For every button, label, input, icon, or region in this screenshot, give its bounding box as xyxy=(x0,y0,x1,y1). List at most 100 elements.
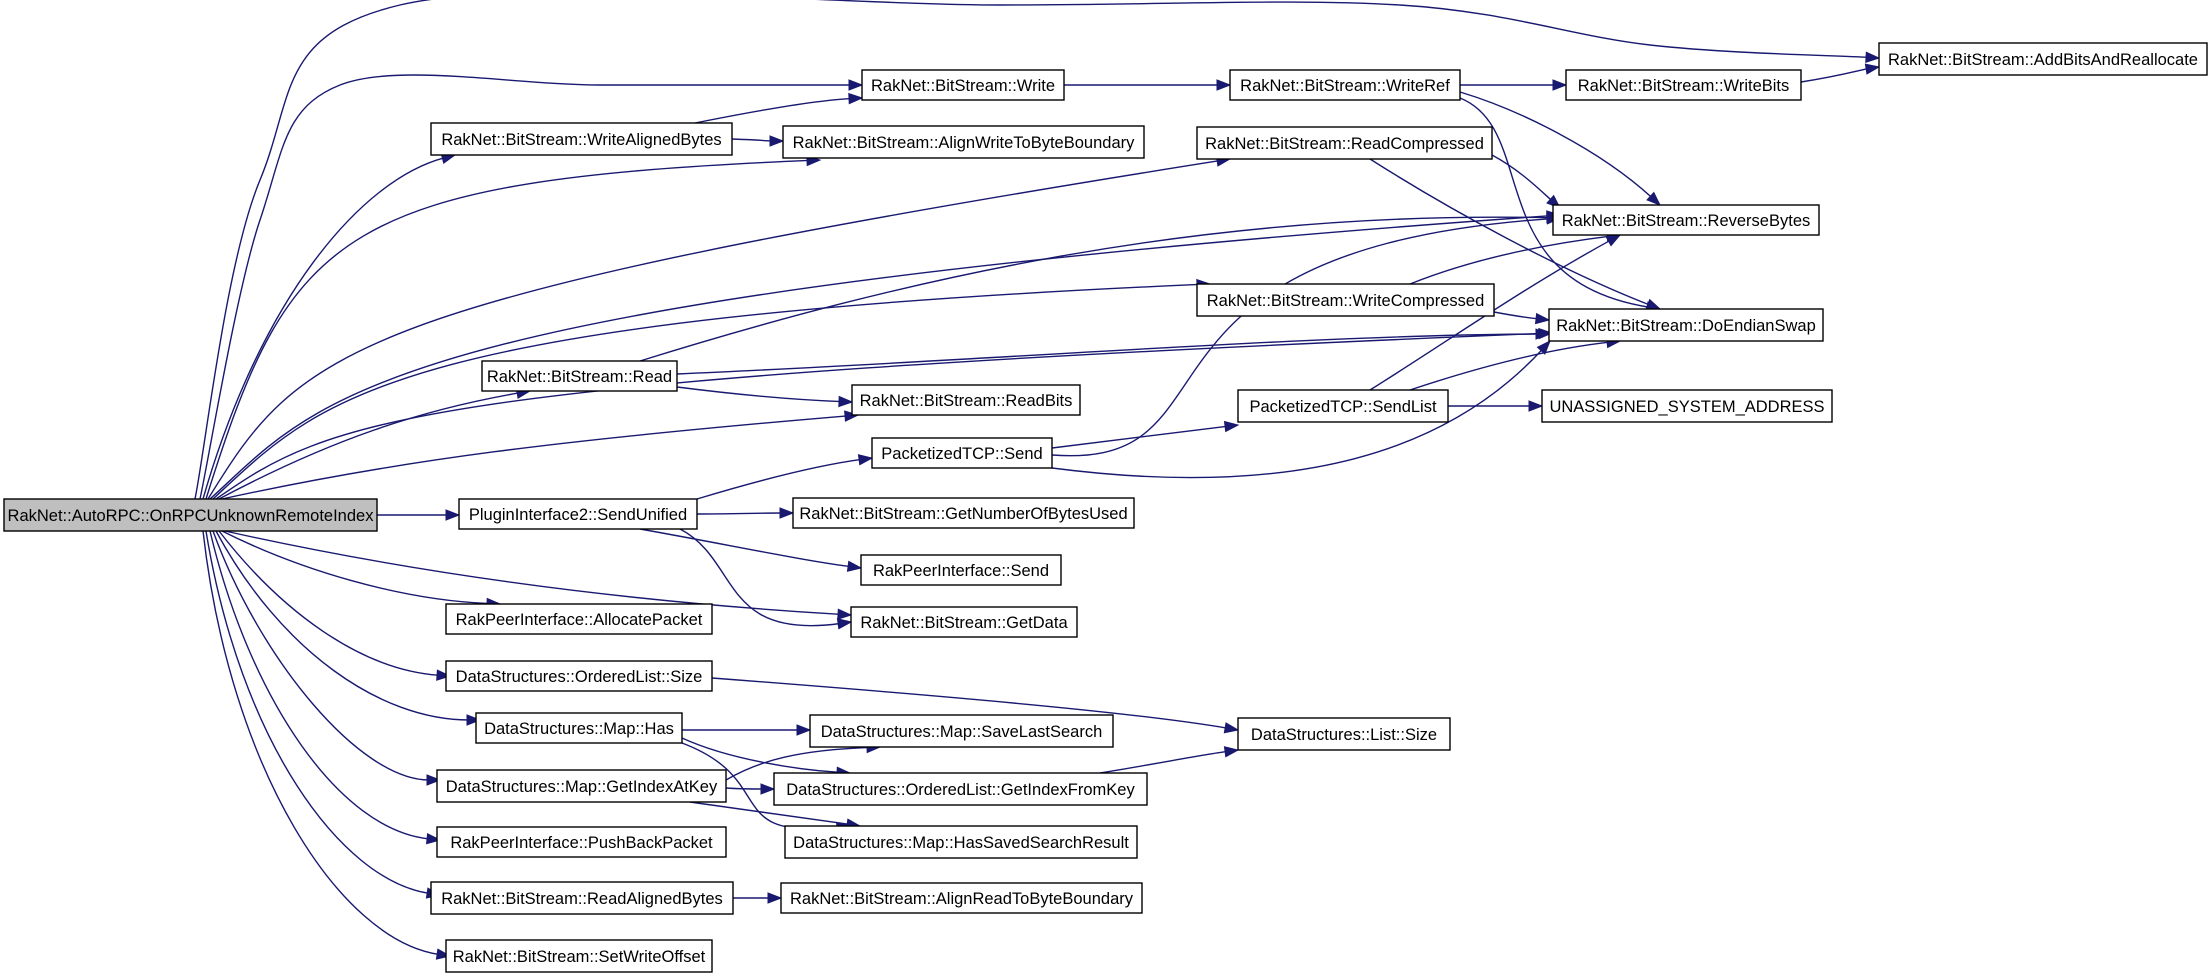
edge-line xyxy=(1051,425,1228,449)
node-sendUnified[interactable]: PluginInterface2::SendUnified xyxy=(458,498,698,530)
edge-line xyxy=(202,157,445,500)
node-box[interactable] xyxy=(792,497,1135,529)
edge-line xyxy=(1493,311,1539,320)
edge-line xyxy=(209,530,430,840)
node-box[interactable] xyxy=(851,384,1081,416)
node-box[interactable] xyxy=(430,881,734,915)
arrowhead xyxy=(1216,79,1232,91)
node-box[interactable] xyxy=(1237,389,1449,423)
edge-line xyxy=(696,458,862,500)
node-label: DataStructures::Map::GetIndexAtKey xyxy=(446,778,718,796)
arrowhead xyxy=(796,724,812,736)
node-box[interactable] xyxy=(436,826,727,858)
arrowhead xyxy=(779,507,795,519)
node-box[interactable] xyxy=(860,554,1062,586)
edge-line xyxy=(218,392,520,500)
node-write[interactable]: RakNet::BitStream::Write xyxy=(861,69,1065,101)
node-box[interactable] xyxy=(436,769,727,803)
node-allocPacket[interactable]: RakPeerInterface::AllocatePacket xyxy=(445,603,713,635)
node-box[interactable] xyxy=(458,498,698,530)
arrowhead xyxy=(1864,63,1881,75)
node-box[interactable] xyxy=(784,825,1138,859)
edge-ptcpSend-to-sendList xyxy=(1051,420,1240,449)
edge-root-to-alignWrite xyxy=(205,154,822,500)
edge-line xyxy=(1491,154,1553,202)
node-saveLast[interactable]: DataStructures::Map::SaveLastSearch xyxy=(809,714,1114,748)
edge-line xyxy=(1099,750,1228,774)
node-box[interactable] xyxy=(861,69,1065,101)
edge-line xyxy=(696,512,783,515)
node-label: RakNet::BitStream::WriteAlignedBytes xyxy=(441,131,721,149)
node-label: RakNet::BitStream::GetNumberOfBytesUsed xyxy=(799,505,1127,523)
node-writeRef[interactable]: RakNet::BitStream::WriteRef xyxy=(1229,69,1461,101)
node-box[interactable] xyxy=(1548,308,1824,342)
edge-mapHas-to-saveLast xyxy=(682,724,812,736)
edge-line xyxy=(199,74,851,500)
edge-writeBits-to-addBits xyxy=(1800,63,1881,83)
node-sendList[interactable]: PacketizedTCP::SendList xyxy=(1237,389,1449,423)
node-box[interactable] xyxy=(773,772,1148,806)
node-box[interactable] xyxy=(430,122,733,156)
node-box[interactable] xyxy=(1552,204,1820,236)
node-rpiSend[interactable]: RakPeerInterface::Send xyxy=(860,554,1062,586)
node-read[interactable]: RakNet::BitStream::Read xyxy=(481,360,678,392)
node-getIndexAtKey[interactable]: DataStructures::Map::GetIndexAtKey xyxy=(436,769,727,803)
edge-sendUnified-to-numBytes xyxy=(696,507,795,519)
node-hasSaved[interactable]: DataStructures::Map::HasSavedSearchResul… xyxy=(784,825,1138,859)
arrowhead xyxy=(767,892,783,904)
node-box[interactable] xyxy=(445,603,713,635)
node-listSize[interactable]: DataStructures::List::Size xyxy=(1237,717,1451,751)
node-alignRead[interactable]: RakNet::BitStream::AlignReadToByteBounda… xyxy=(780,882,1143,914)
node-label: DataStructures::Map::HasSavedSearchResul… xyxy=(793,834,1129,852)
node-box[interactable] xyxy=(782,125,1145,159)
node-box[interactable] xyxy=(1878,42,2208,76)
node-unassigned[interactable]: UNASSIGNED_SYSTEM_ADDRESS xyxy=(1541,389,1833,423)
edge-root-to-getIndexAtKey xyxy=(212,530,442,786)
node-mapHas[interactable]: DataStructures::Map::Has xyxy=(475,712,683,744)
node-label: RakNet::AutoRPC::OnRPCUnknownRemoteIndex xyxy=(8,507,375,525)
node-alignWrite[interactable]: RakNet::BitStream::AlignWriteToByteBound… xyxy=(782,125,1145,159)
edge-line xyxy=(194,0,1869,500)
node-reverseBytes[interactable]: RakNet::BitStream::ReverseBytes xyxy=(1552,204,1820,236)
node-box[interactable] xyxy=(809,714,1114,748)
node-box[interactable] xyxy=(1237,717,1451,751)
node-writeBits[interactable]: RakNet::BitStream::WriteBits xyxy=(1565,69,1802,101)
node-getIndexFromKey[interactable]: DataStructures::OrderedList::GetIndexFro… xyxy=(773,772,1148,806)
node-box[interactable] xyxy=(850,606,1078,638)
node-pushBack[interactable]: RakPeerInterface::PushBackPacket xyxy=(436,826,727,858)
node-box[interactable] xyxy=(445,660,713,692)
edge-line xyxy=(731,138,773,142)
node-root[interactable]: RakNet::AutoRPC::OnRPCUnknownRemoteIndex xyxy=(3,498,378,532)
edge-writeRef-to-reverseBytes xyxy=(1459,91,1662,206)
edge-root-to-writeAligned xyxy=(202,152,457,500)
node-box[interactable] xyxy=(475,712,683,744)
node-box[interactable] xyxy=(445,939,713,973)
edge-line xyxy=(1051,348,1544,479)
node-writeAligned[interactable]: RakNet::BitStream::WriteAlignedBytes xyxy=(430,122,733,156)
node-writeCompressed[interactable]: RakNet::BitStream::WriteCompressed xyxy=(1196,283,1495,317)
edge-sendUnified-to-ptcpSend xyxy=(696,454,874,500)
edge-line xyxy=(224,530,841,616)
node-addBits[interactable]: RakNet::BitStream::AddBitsAndReallocate xyxy=(1878,42,2208,76)
edge-line xyxy=(221,415,848,500)
node-getData[interactable]: RakNet::BitStream::GetData xyxy=(850,606,1078,638)
node-box[interactable] xyxy=(1196,283,1495,317)
node-doEndian[interactable]: RakNet::BitStream::DoEndianSwap xyxy=(1548,308,1824,342)
node-box[interactable] xyxy=(3,498,378,532)
arrowhead xyxy=(466,714,482,726)
edge-root-to-pushBack xyxy=(209,530,442,845)
node-box[interactable] xyxy=(1565,69,1802,101)
node-olSize[interactable]: DataStructures::OrderedList::Size xyxy=(445,660,713,692)
node-readBits[interactable]: RakNet::BitStream::ReadBits xyxy=(851,384,1081,416)
node-readCompressed[interactable]: RakNet::BitStream::ReadCompressed xyxy=(1196,126,1493,160)
node-box[interactable] xyxy=(481,360,678,392)
node-setWriteOffset[interactable]: RakNet::BitStream::SetWriteOffset xyxy=(445,939,713,973)
node-box[interactable] xyxy=(780,882,1143,914)
node-box[interactable] xyxy=(871,437,1053,469)
node-numBytes[interactable]: RakNet::BitStream::GetNumberOfBytesUsed xyxy=(792,497,1135,529)
node-box[interactable] xyxy=(1196,126,1493,160)
node-ptcpSend[interactable]: PacketizedTCP::Send xyxy=(871,437,1053,469)
node-box[interactable] xyxy=(1541,389,1833,423)
node-readAligned[interactable]: RakNet::BitStream::ReadAlignedBytes xyxy=(430,881,734,915)
node-box[interactable] xyxy=(1229,69,1461,101)
